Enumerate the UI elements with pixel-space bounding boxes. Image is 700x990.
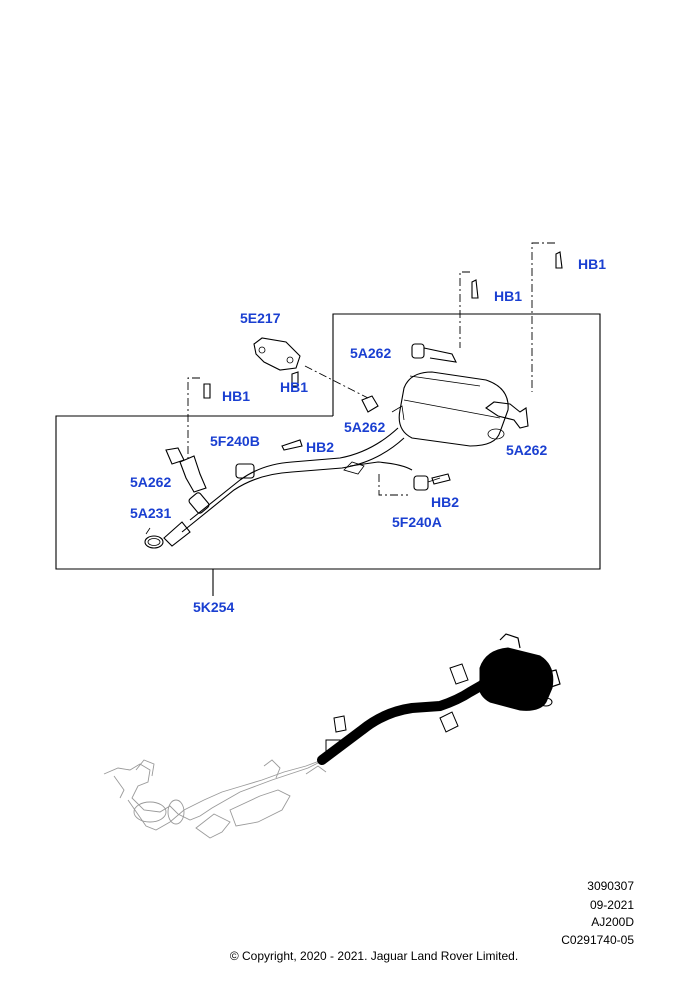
callout-hb1-left[interactable]: HB1 xyxy=(222,388,250,404)
ref-number: 3090307 xyxy=(587,879,634,893)
image-code: C0291740-05 xyxy=(561,933,634,947)
callout-hb1-top-right[interactable]: HB1 xyxy=(578,256,606,272)
callout-5a262-left[interactable]: 5A262 xyxy=(130,474,171,490)
clamp-5a231 xyxy=(144,527,164,549)
assembly-group-outline xyxy=(55,313,601,570)
rear-muffler xyxy=(391,371,529,447)
callout-5a262-mid[interactable]: 5A262 xyxy=(344,419,385,435)
callout-5a262-upper[interactable]: 5A262 xyxy=(350,345,391,361)
callout-hb2-left[interactable]: HB2 xyxy=(306,439,334,455)
model-code: AJ200D xyxy=(591,915,634,929)
fasteners xyxy=(203,251,563,485)
revision-date: 09-2021 xyxy=(589,898,634,912)
isolator-upper xyxy=(411,343,457,363)
callout-5a262-right[interactable]: 5A262 xyxy=(506,442,547,458)
callout-hb1-upper[interactable]: HB1 xyxy=(494,288,522,304)
callout-5a231[interactable]: 5A231 xyxy=(130,505,171,521)
callout-5f240a[interactable]: 5F240A xyxy=(392,514,442,530)
copyright-notice: © Copyright, 2020 - 2021. Jaguar Land Ro… xyxy=(229,949,519,963)
callout-hb2-right[interactable]: HB2 xyxy=(431,494,459,510)
bracket-5e217 xyxy=(253,337,301,371)
callout-5k254[interactable]: 5K254 xyxy=(193,599,234,615)
callout-5f240b[interactable]: 5F240B xyxy=(210,433,260,449)
leader-lines xyxy=(187,242,555,496)
exhaust-system-overview xyxy=(103,633,561,839)
callout-hb1-bracket[interactable]: HB1 xyxy=(280,379,308,395)
callout-5e217[interactable]: 5E217 xyxy=(240,310,281,326)
isolator-5f240a xyxy=(413,475,429,491)
intermediate-pipe xyxy=(163,427,413,547)
